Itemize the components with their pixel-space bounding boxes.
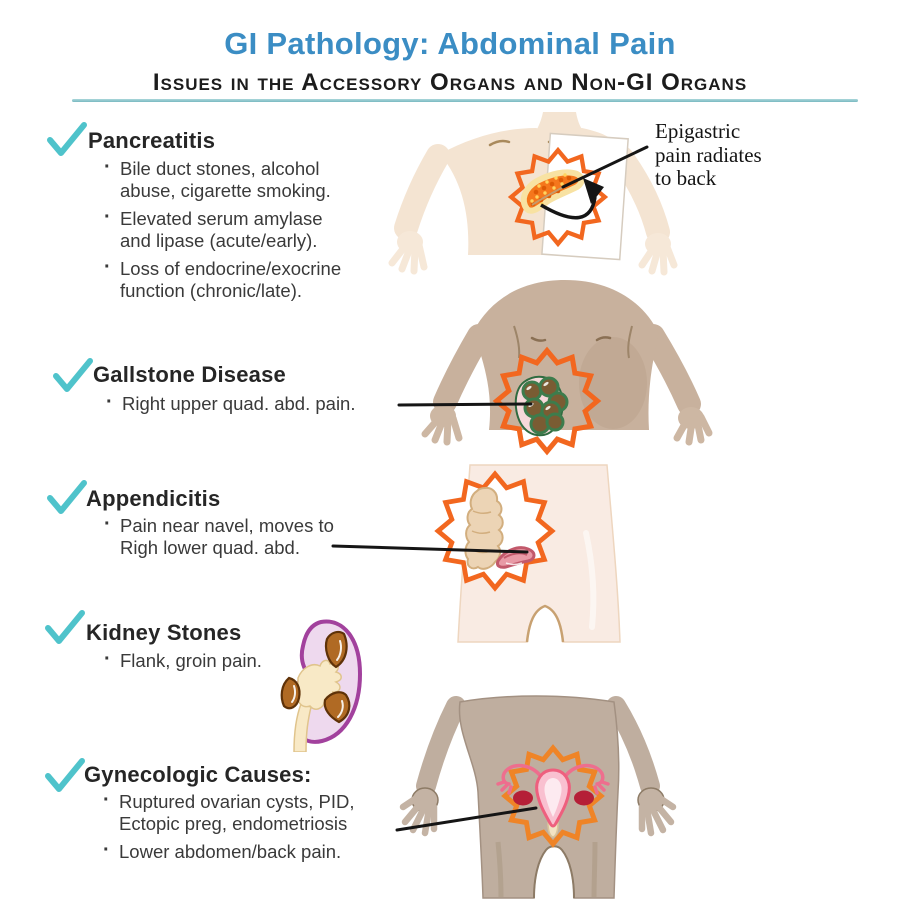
right-arm <box>606 696 660 796</box>
thigh-highlight <box>583 530 597 630</box>
section-heading-gynecologic: Gynecologic Causes: <box>84 762 312 787</box>
bullet-item: Bile duct stones, alcohol abuse, cigaret… <box>101 157 341 201</box>
bullet-item: Lower abdomen/back pain. <box>100 840 354 863</box>
right-arm <box>641 324 701 416</box>
bullet-item: Right upper quad. abd. pain. <box>103 392 355 415</box>
gynecologic-pelvis-illustration <box>399 695 677 899</box>
bullet-item: Elevated serum amylase and lipase (acute… <box>101 207 341 251</box>
gallstones-icon <box>521 376 569 435</box>
left-hand-icon <box>421 405 463 446</box>
right-arm <box>610 146 670 244</box>
bullet-item: Pain near navel, moves to Righ lower qua… <box>101 514 334 558</box>
ovary-icon <box>513 790 533 806</box>
left-arm <box>433 324 491 414</box>
pancreatitis-torso-illustration <box>388 112 678 276</box>
check-icon <box>46 120 88 158</box>
leg-gap-outline <box>525 604 565 643</box>
uterus-lining <box>544 778 562 817</box>
belly-shading <box>579 337 647 429</box>
check-icon <box>52 356 94 394</box>
pancreatitis-bullets: Bile duct stones, alcohol abuse, cigaret… <box>101 157 341 301</box>
ureter-icon <box>293 703 312 752</box>
arm-seams <box>513 325 633 359</box>
gallstone-torso-illustration <box>421 280 713 458</box>
section-heading-kidney: Kidney Stones <box>86 620 242 645</box>
fallopian-tubes-icon <box>496 763 610 795</box>
page-subtitle: Issues in the Accessory Organs and Non-G… <box>152 69 748 96</box>
page-title: GI Pathology: Abdominal Pain <box>224 26 676 61</box>
kidney-bullets: Flank, groin pain. <box>101 649 262 672</box>
header-divider <box>72 99 858 102</box>
appendicitis-bullets: Pain near navel, moves to Righ lower qua… <box>101 514 334 558</box>
right-hand-icon <box>638 233 678 276</box>
bullet-item: Ruptured ovarian cysts, PID, Ectopic pre… <box>100 790 354 834</box>
check-icon <box>46 478 88 516</box>
kidney-illustration <box>280 619 363 752</box>
ovary-icon <box>574 790 594 806</box>
neck <box>536 112 583 137</box>
leg-shading <box>495 841 598 898</box>
bullet-item: Loss of endocrine/exocrine function (chr… <box>101 257 341 301</box>
left-hand-icon <box>399 787 439 837</box>
check-icon <box>44 756 86 794</box>
colon-icon <box>464 486 504 570</box>
chest-marks <box>530 336 612 342</box>
section-heading-appendicitis: Appendicitis <box>86 486 221 511</box>
check-icon <box>44 608 86 646</box>
section-heading-pancreatitis: Pancreatitis <box>88 128 216 153</box>
left-hand-icon <box>388 231 428 275</box>
left-arm <box>394 144 450 240</box>
bullet-item: Flank, groin pain. <box>101 649 262 672</box>
epigastric-annotation: Epigastric pain radiates to back <box>655 119 762 190</box>
gallstone-bullets: Right upper quad. abd. pain. <box>103 392 355 415</box>
appendix-highlight <box>505 562 523 566</box>
appendix-fold <box>503 552 528 559</box>
cervix-icon <box>547 822 559 838</box>
appendicitis-torso-illustration <box>428 464 621 643</box>
right-hand-icon <box>637 787 677 837</box>
section-heading-gallstone: Gallstone Disease <box>93 362 286 387</box>
gynecologic-bullets: Ruptured ovarian cysts, PID, Ectopic pre… <box>100 790 354 863</box>
right-hand-icon <box>673 407 713 446</box>
left-arm <box>416 696 466 796</box>
kidney-stones-icon <box>280 630 351 724</box>
